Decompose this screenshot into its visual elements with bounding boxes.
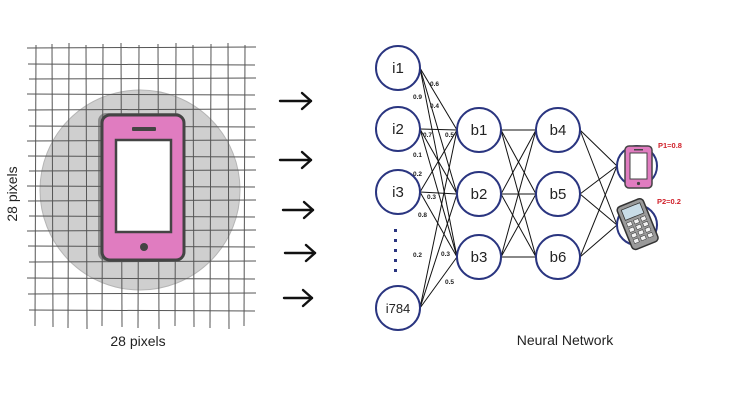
hidden-node	[456, 171, 502, 217]
grid-line	[26, 46, 257, 49]
weight-label: 0.2	[413, 252, 422, 259]
grid-line	[209, 43, 212, 329]
output-layer: P1=0.8 P2=0.2	[616, 141, 682, 251]
output-probability-label: P1=0.8	[658, 141, 682, 150]
hidden-node	[535, 234, 581, 280]
weight-label: 0.7	[423, 132, 432, 139]
input-layer: i1 i2 i3 i784	[375, 45, 421, 331]
connection-line	[419, 191, 458, 195]
pixel-image	[26, 42, 257, 330]
input-node	[375, 285, 421, 331]
connection-line	[419, 191, 458, 258]
input-node	[375, 45, 421, 91]
grid-line	[243, 44, 246, 327]
input-node-label: i1	[392, 60, 404, 77]
calculator-phone-icon	[616, 197, 659, 251]
grid-line	[26, 93, 256, 96]
connection-line	[419, 67, 458, 195]
input-node	[375, 106, 421, 152]
weight-label: 0.1	[413, 152, 422, 159]
connection-line	[419, 193, 458, 309]
weight-labels: 0.6 0.9 0.4 0.7 0.5 0.1 0.2 0.3 0.8 0.2 …	[413, 81, 454, 286]
grid-line	[28, 309, 256, 312]
connection-line	[419, 67, 458, 131]
connection-line	[419, 128, 458, 131]
hidden-node	[535, 171, 581, 217]
grid-line	[192, 44, 195, 328]
connection-line	[579, 224, 618, 258]
network-connections	[419, 67, 618, 309]
grid-line	[67, 42, 70, 329]
input-node-label: i3	[392, 184, 404, 201]
connection-line	[579, 165, 618, 195]
right-arrow-icon	[282, 288, 314, 308]
weight-label: 0.4	[430, 103, 439, 110]
grid-line	[85, 44, 88, 330]
image-y-label: 28 pixels	[4, 166, 20, 221]
right-arrow-icon	[278, 150, 313, 170]
connection-line	[500, 193, 537, 258]
input-node-label: i784	[386, 301, 411, 316]
connection-line	[579, 129, 618, 226]
output-probability-label: P2=0.2	[657, 197, 681, 206]
hidden-node-label: b1	[471, 122, 488, 139]
hidden-node-label: b5	[550, 186, 567, 203]
grid-line	[27, 292, 257, 295]
weight-label: 0.3	[427, 194, 436, 201]
network-caption: Neural Network	[517, 332, 614, 348]
hidden-layer-1: b1 b2 b3	[456, 107, 502, 280]
weight-label: 0.2	[413, 171, 422, 178]
smartphone-icon	[624, 145, 653, 189]
weight-label: 0.5	[445, 279, 454, 286]
phone-drawing-icon	[98, 113, 186, 262]
hidden-node-label: b4	[550, 122, 567, 139]
hidden-layer-2: b4 b5 b6	[535, 107, 581, 280]
right-arrow-icon	[283, 243, 317, 263]
connection-line	[579, 129, 618, 167]
weight-label: 0.9	[413, 94, 422, 101]
grid-line	[28, 77, 257, 80]
connection-line	[500, 129, 537, 195]
hidden-node	[456, 234, 502, 280]
connection-line	[500, 129, 537, 258]
weight-label: 0.8	[418, 212, 427, 219]
connection-line	[419, 129, 458, 309]
grid-line	[51, 43, 54, 328]
arrows	[278, 91, 317, 308]
hidden-node	[456, 107, 502, 153]
weight-label: 0.3	[441, 251, 450, 258]
right-arrow-icon	[278, 91, 313, 111]
grid-line	[27, 108, 257, 111]
hidden-node	[535, 107, 581, 153]
input-node-label: i2	[392, 121, 404, 138]
right-arrow-icon	[281, 200, 315, 220]
grid-line	[27, 63, 256, 66]
weight-label: 0.5	[445, 132, 454, 139]
vertical-dots-icon	[394, 229, 397, 272]
grid-line	[26, 277, 256, 280]
grid-line	[34, 44, 37, 327]
weight-label: 0.6	[430, 81, 439, 88]
hidden-node-label: b3	[471, 249, 488, 266]
hidden-node-label: b2	[471, 186, 488, 203]
connection-line	[579, 165, 618, 258]
input-node	[375, 169, 421, 215]
connection-line	[419, 256, 458, 309]
connection-line	[419, 129, 458, 193]
image-x-label: 28 pixels	[110, 333, 165, 349]
connection-line	[579, 193, 618, 226]
hidden-node-label: b6	[550, 249, 567, 266]
grid-line	[227, 42, 230, 330]
